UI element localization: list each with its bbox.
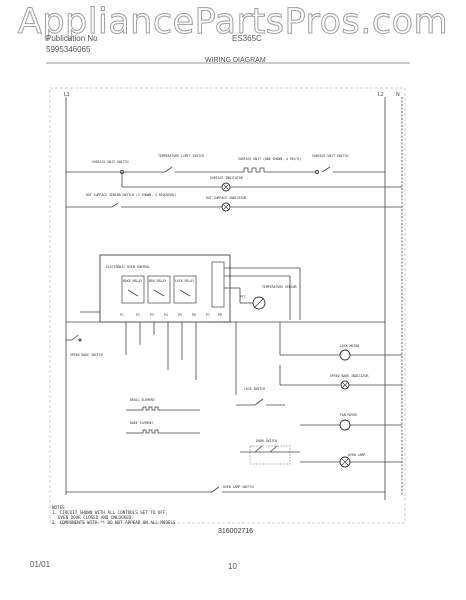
broil-element-label: BROIL ELEMENT (130, 398, 155, 402)
speed-bake-indicator-label: SPEED BAKE INDICATOR (330, 374, 368, 378)
hot-surface-circuit (66, 202, 402, 212)
relay-2-label: BRO RELAY (149, 279, 166, 283)
model-number: ES365C (232, 34, 262, 43)
watermark: AppliancePartsPros.com (17, 2, 449, 43)
fan-motor-label: FAN MOTOR (340, 413, 357, 417)
surface-indicator-label: SURFACE INDICATOR (210, 176, 243, 180)
electronic-oven-control-label: ELECTRONIC OVEN CONTROL (106, 265, 150, 269)
temperature-limit-switch-label: TEMPERATURE LIMIT SWITCH (158, 154, 204, 158)
door-switch (240, 445, 300, 465)
bus-label-l2: L2 (378, 92, 384, 98)
pin-p5: P5 (178, 313, 182, 317)
pin-p1: P1 (120, 313, 124, 317)
oven-lamp-circuit (300, 456, 402, 468)
surface-unit-label: SURFACE UNIT (ONE SHOWN, 4 REQ'D) (238, 157, 301, 161)
notes-block: NOTES 1. CIRCUIT SHOWN WITH ALL CONTROLS… (52, 505, 176, 525)
hot-surface-sensor-label: HOT SURFACE SENSOR SWITCH (1 SHOWN, 4 RE… (86, 193, 176, 197)
bake-element-label: BAKE ELEMENT (130, 421, 153, 425)
lock-switch-label: LOCK SWITCH (244, 387, 265, 391)
part-number: 316002716 (218, 528, 253, 535)
bus-lines (65, 97, 403, 500)
temperature-sensor-label: TEMPERATURE SENSOR (262, 285, 297, 289)
pin-p2: P2 (136, 313, 140, 317)
publication-label: Publication No (46, 34, 98, 43)
page-title: WIRING DIAGRAM (205, 57, 266, 64)
pin-p4: P4 (164, 313, 168, 317)
speed-bake-switch-label: SPEED BAKE SWITCH (70, 353, 103, 357)
lock-switch (236, 398, 285, 406)
door-switch-label: DOOR SWITCH (256, 439, 277, 443)
lock-motor-label: LOCK MOTOR (340, 344, 359, 348)
notes-heading: NOTES (52, 505, 65, 510)
fan-motor-circuit (300, 419, 402, 431)
relay-1-label: BAKE RELAY (123, 279, 142, 283)
note-2: 2. COMPONENTS WITH ** DO NOT APPEAR ON A… (52, 520, 176, 525)
surface-indicator-circuit (121, 172, 402, 192)
hot-surface-indicator-label: HOT SURFACE INDICATOR (206, 196, 246, 200)
pin-p7: P7 (206, 313, 210, 317)
note-1: 1. CIRCUIT SHOWN WITH ALL CONTROLS SET T… (52, 510, 168, 515)
note-1-continued: OVEN DOOR CLOSED AND UNLOCKED. (58, 515, 134, 520)
pin-p6: P6 (192, 313, 196, 317)
oven-elements (126, 406, 200, 434)
control-wiring (66, 311, 402, 395)
surface-unit-switch-label: SURFACE UNIT SWITCH (92, 160, 129, 164)
surface-unit-circuit (66, 166, 385, 174)
oven-lamp-switch-label: OVEN LAMP SWITCH (223, 485, 254, 489)
oven-lamp-switch (66, 486, 385, 493)
oven-lamp-label: OVEN LAMP (348, 453, 365, 457)
relay-3-label: LOCK RELAY (175, 279, 194, 283)
bus-label-n: N (396, 92, 400, 98)
pin-p8: P8 (218, 313, 222, 317)
footer-page: 10 (228, 562, 237, 571)
speed-bake-switch (66, 334, 82, 342)
bus-label-l1: L1 (64, 92, 70, 98)
temperature-sensor (224, 267, 301, 320)
footer-date: 01/01 (30, 560, 51, 569)
surface-unit-switch-right-label: SURFACE UNIT SWITCH (312, 154, 349, 158)
electronic-oven-control (99, 254, 231, 323)
pin-p3: P3 (150, 313, 154, 317)
ptc-label: PTC (240, 295, 246, 299)
publication-number: 5995346065 (46, 45, 91, 54)
